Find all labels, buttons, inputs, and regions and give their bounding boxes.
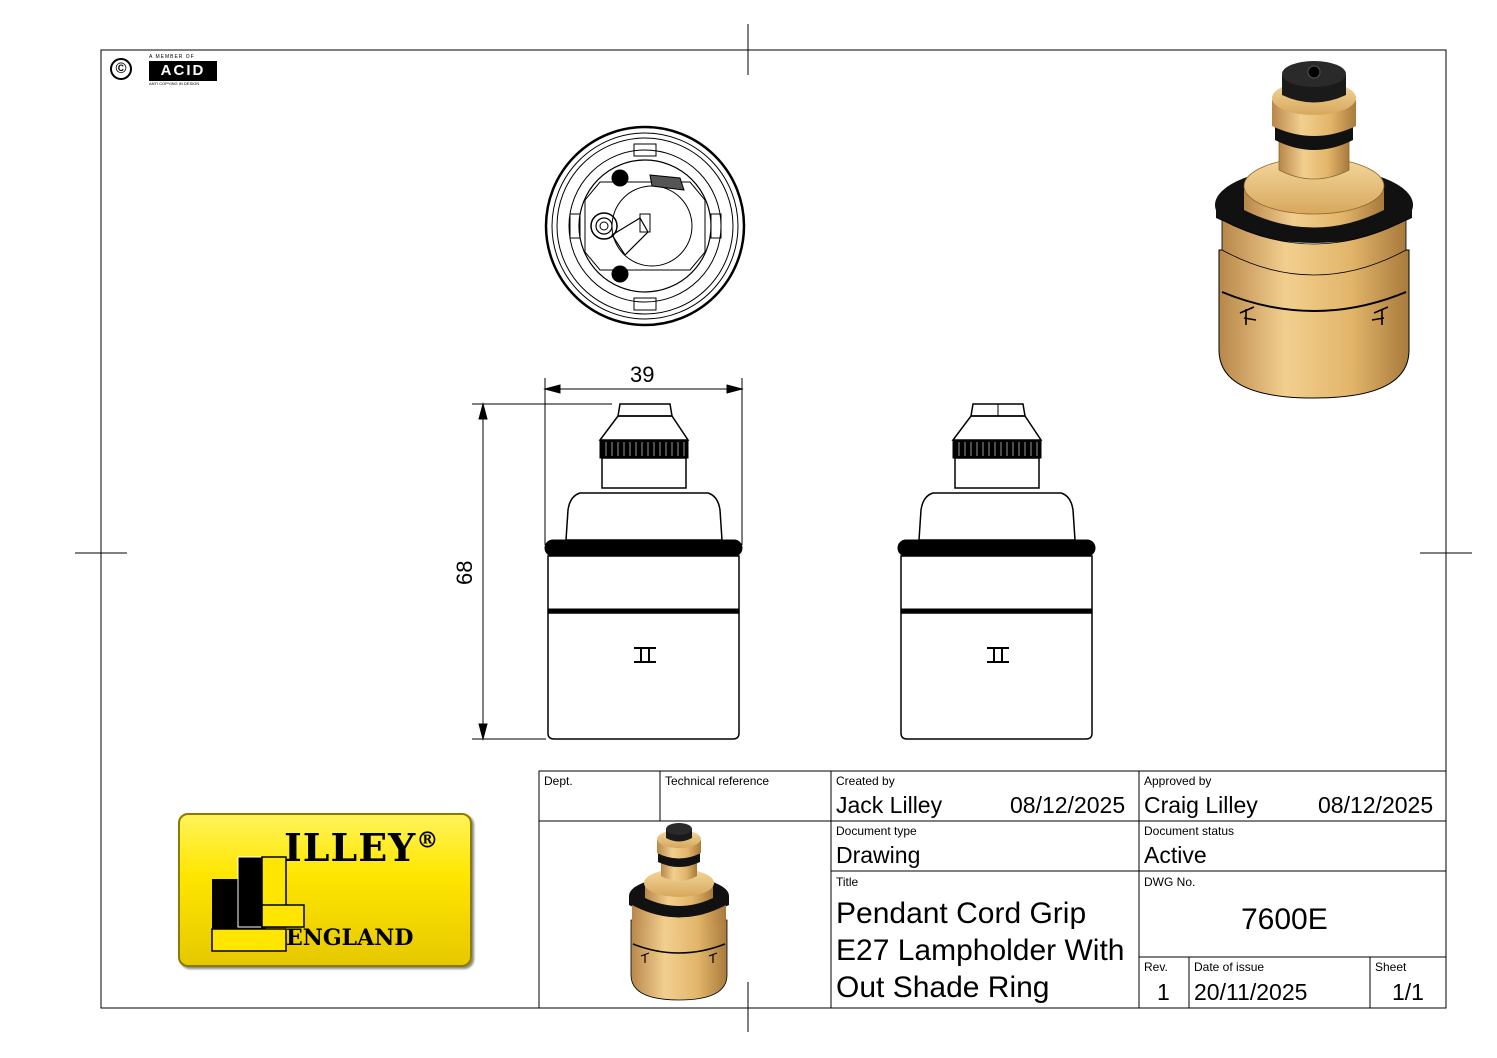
dept-label: Dept.: [544, 774, 573, 788]
dwg-no-value: 7600E: [1241, 903, 1328, 936]
front-view: [544, 403, 743, 740]
isometric-render-large: [1215, 61, 1413, 399]
acid-bottom-text: ANTI COPYING IN DESIGN: [149, 81, 200, 86]
date-issue-label: Date of issue: [1194, 960, 1265, 974]
title-block-grid: [538, 770, 1447, 1009]
sheet-value: 1/1: [1392, 979, 1424, 1005]
acid-logo: ACID: [149, 61, 217, 81]
date-issue-value: 20/11/2025: [1194, 979, 1308, 1005]
registered-mark: ®: [416, 827, 440, 854]
brand-name: ILLEY®: [284, 825, 439, 870]
isometric-render-thumbnail: [629, 823, 729, 1001]
dimension-height: [472, 402, 612, 741]
approved-by-label: Approved by: [1144, 774, 1212, 788]
side-view: [897, 403, 1096, 740]
created-by-date: 08/12/2025: [1010, 792, 1126, 818]
brand-subtitle: ENGLAND: [286, 925, 414, 951]
doc-type-value: Drawing: [836, 842, 921, 868]
rev-value: 1: [1157, 979, 1170, 1005]
approved-by-date: 08/12/2025: [1318, 792, 1434, 818]
sheet-label: Sheet: [1375, 960, 1407, 974]
doc-type-label: Document type: [836, 824, 917, 838]
dwg-no-label: DWG No.: [1144, 875, 1196, 889]
rev-label: Rev.: [1144, 960, 1168, 974]
copyright-symbol: ©: [115, 60, 127, 77]
created-by-label: Created by: [836, 774, 895, 788]
top-view: [544, 125, 746, 327]
acid-badge: A MEMBER OF ACID ANTI COPYING IN DESIGN: [149, 54, 217, 90]
created-by-name: Jack Lilley: [836, 792, 943, 818]
lilley-logo-mark: [211, 856, 305, 952]
lilley-logo: ILLEY® ENGLAND: [178, 813, 472, 967]
doc-status-value: Active: [1144, 842, 1207, 868]
copyright-icon: ©: [110, 58, 132, 80]
brand-name-text: ILLEY: [284, 825, 417, 870]
dimension-height-label: 68: [452, 560, 477, 585]
dimension-width-label: 39: [630, 362, 655, 387]
doc-status-label: Document status: [1144, 824, 1235, 838]
dimension-width: [543, 378, 744, 545]
approved-by-name: Craig Lilley: [1144, 792, 1258, 818]
title-label: Title: [836, 875, 859, 889]
drawing-title: Pendant Cord Grip E27 Lampholder With Ou…: [836, 897, 1125, 1004]
acid-top-text: A MEMBER OF: [149, 54, 195, 60]
tech-ref-label: Technical reference: [665, 774, 770, 788]
